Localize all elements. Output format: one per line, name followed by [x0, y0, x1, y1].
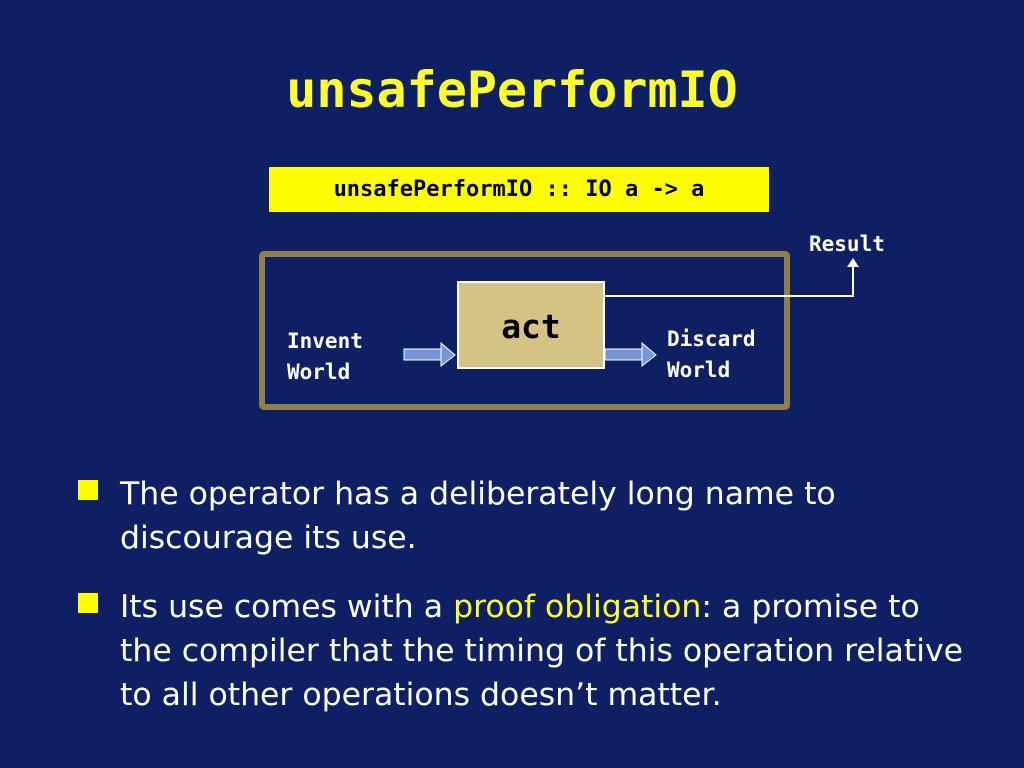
bullet-text-start: Its use comes with a — [120, 589, 454, 625]
result-label: Result — [809, 232, 885, 256]
bullet-text: The operator has a deliberately long nam… — [120, 476, 836, 556]
scope-frame — [259, 251, 790, 410]
act-label: act — [501, 307, 561, 346]
output-arrow-icon — [604, 341, 657, 368]
result-arrowhead — [847, 258, 859, 267]
bullet-list: The operator has a deliberately long nam… — [78, 472, 978, 742]
slide-title: unsafePerformIO — [286, 61, 738, 119]
discard-world-label: Discard World — [667, 327, 756, 382]
bullet-item-long-name: The operator has a deliberately long nam… — [78, 472, 978, 560]
type-signature: unsafePerformIO :: IO a -> a — [269, 167, 769, 212]
input-arrow-icon — [403, 341, 456, 368]
bullet-item-proof-obligation: Its use comes with a proof obligation: a… — [78, 585, 978, 717]
bullet-text-end: : a promise to the compiler that the tim… — [120, 589, 963, 713]
proof-obligation-highlight: proof obligation — [453, 589, 702, 625]
act-box — [457, 281, 605, 369]
square-bullet-icon — [78, 480, 98, 500]
result-line — [605, 264, 854, 297]
invent-world-label: Invent World — [287, 329, 363, 384]
square-bullet-icon — [78, 593, 98, 613]
